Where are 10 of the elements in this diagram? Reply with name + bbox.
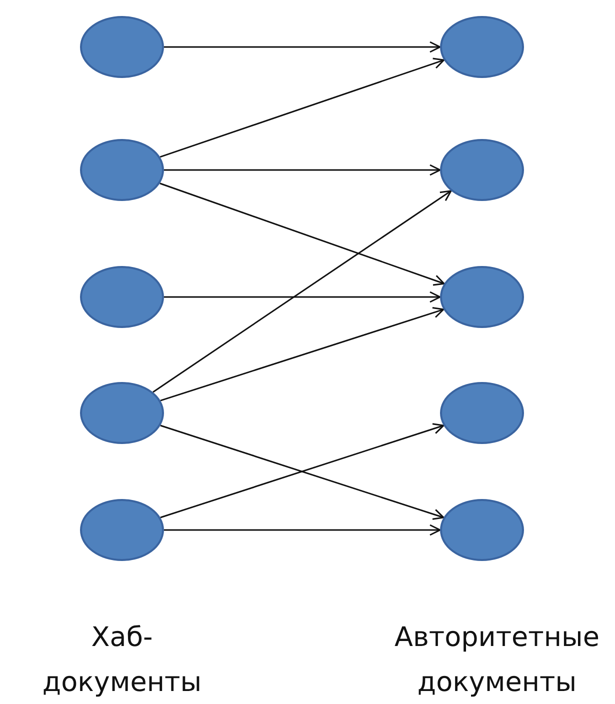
arrow — [164, 291, 441, 303]
arrow — [160, 58, 445, 158]
arrow — [164, 41, 441, 53]
column-label: Хаб- документы — [41, 621, 203, 700]
column-label: Авторитетные документы — [394, 621, 600, 700]
arrow — [152, 190, 452, 393]
arrow — [164, 524, 441, 536]
arrow — [160, 306, 444, 402]
arrow — [164, 164, 441, 176]
arrow — [160, 182, 445, 286]
